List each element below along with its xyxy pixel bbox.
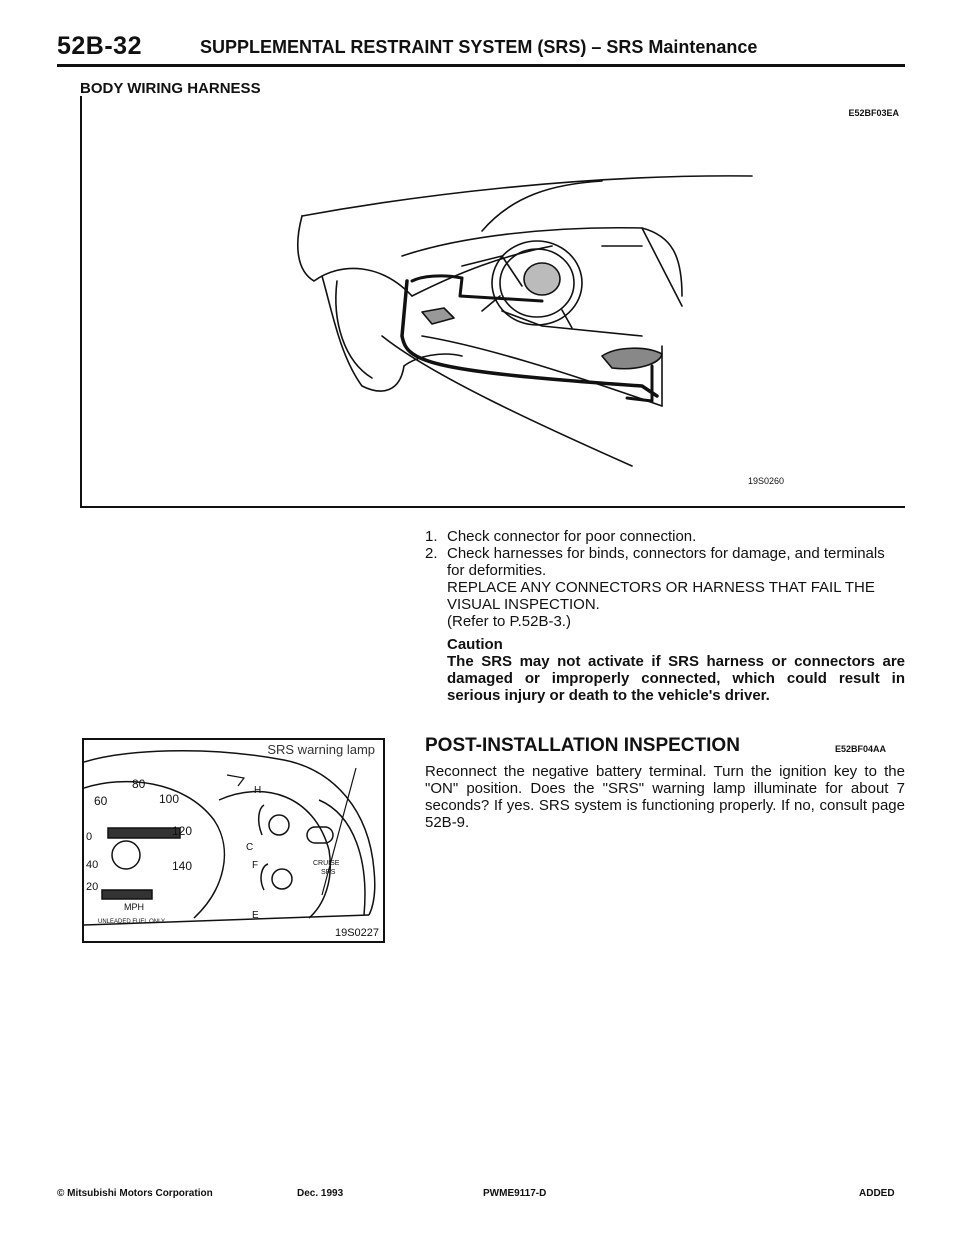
page-title: SUPPLEMENTAL RESTRAINT SYSTEM (SRS) – SR…	[200, 37, 758, 57]
svg-text:0: 0	[86, 831, 92, 843]
svg-text:C: C	[246, 842, 253, 853]
wiring-harness-figure: E52BF03EA	[80, 96, 905, 508]
step-number: 2.	[425, 545, 438, 562]
svg-text:H: H	[254, 785, 261, 796]
header-divider	[57, 64, 905, 67]
post-installation-body: Reconnect the negative battery terminal.…	[425, 763, 905, 831]
footer-copyright: © Mitsubishi Motors Corporation	[57, 1188, 213, 1199]
footer-doc-code: PWME9117-D	[483, 1188, 547, 1199]
figure-code: E52BF03EA	[848, 108, 899, 118]
svg-text:F: F	[252, 860, 258, 871]
svg-text:120: 120	[172, 824, 192, 838]
caution-title: Caution	[447, 636, 503, 653]
dashboard-harness-illustration	[296, 175, 753, 467]
svg-text:MPH: MPH	[124, 902, 144, 912]
cluster-illustration: 80 60 100 120 140 0 20 40 MPH UNLEADED F…	[84, 749, 376, 926]
step-number: 1.	[425, 528, 438, 545]
post-installation-code: E52BF04AA	[835, 744, 887, 754]
svg-text:100: 100	[159, 792, 179, 806]
figure-id: 19S0260	[748, 476, 785, 486]
svg-text:CRUISE: CRUISE	[313, 860, 340, 867]
svg-text:SRS: SRS	[321, 869, 336, 876]
footer-date: Dec. 1993	[297, 1188, 344, 1199]
svg-text:E: E	[252, 910, 259, 921]
srs-warning-lamp-label: SRS warning lamp	[267, 742, 375, 757]
post-installation-heading: POST-INSTALLATION INSPECTION	[425, 735, 740, 756]
speedo-number-80: 80	[132, 777, 146, 791]
instrument-cluster-figure: SRS warning lamp 80 60 1	[82, 738, 385, 943]
svg-text:UNLEADED FUEL ONLY: UNLEADED FUEL ONLY	[98, 919, 165, 925]
step-text: Check harnesses for binds, connectors fo…	[447, 545, 885, 579]
svg-text:140: 140	[172, 859, 192, 873]
list-item: 2. Check harnesses for binds, connectors…	[425, 545, 905, 579]
svg-text:40: 40	[86, 859, 98, 871]
section-title: BODY WIRING HARNESS	[80, 80, 261, 97]
caution-block: Caution The SRS may not activate if SRS …	[425, 636, 905, 704]
footer-status: ADDED	[859, 1188, 895, 1199]
figure-id: 19S0227	[334, 927, 379, 939]
replace-note: REPLACE ANY CONNECTORS OR HARNESS THAT F…	[447, 579, 875, 613]
caution-body: The SRS may not activate if SRS harness …	[447, 653, 905, 704]
svg-text:60: 60	[94, 794, 108, 808]
list-item: 1. Check connector for poor connection.	[425, 528, 905, 545]
inspection-steps: 1. Check connector for poor connection. …	[425, 528, 905, 704]
section-number: 52B-32	[57, 32, 142, 60]
step-text: Check connector for poor connection.	[447, 528, 697, 545]
refer-note: (Refer to P.52B-3.)	[447, 613, 571, 630]
svg-text:20: 20	[86, 881, 98, 893]
